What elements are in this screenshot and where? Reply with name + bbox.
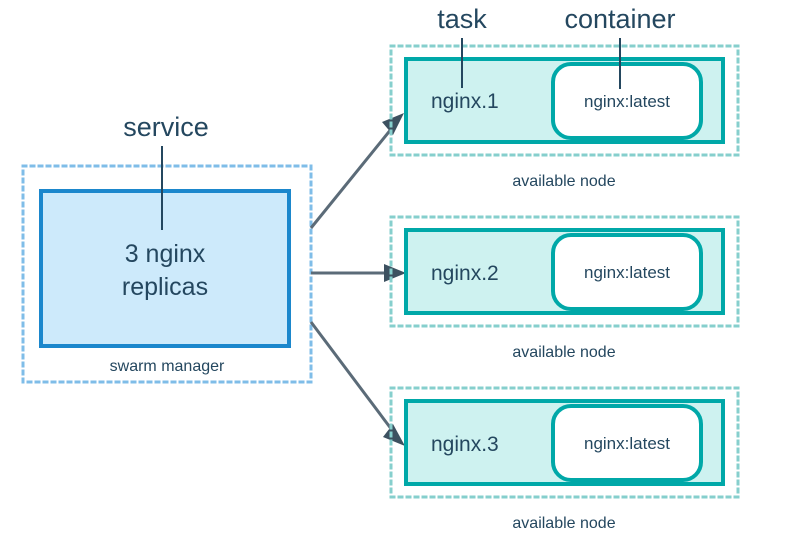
annotation-container-label: container [564, 4, 675, 34]
service-replicas-line2: replicas [122, 273, 208, 301]
node-2-boundary [389, 215, 740, 328]
node-3-boundary [389, 386, 740, 499]
container-2-image-label: nginx:latest [584, 263, 670, 282]
annotation-group: task container [437, 4, 676, 89]
swarm-manager-caption: swarm manager [110, 358, 225, 375]
task-1-label: nginx.1 [431, 90, 499, 113]
container-box-2[interactable] [551, 233, 703, 311]
arrow-manager-to-node-3 [309, 321, 405, 446]
annotation-service-label: service [123, 112, 209, 142]
available-node-3: nginx.3 nginx:latest available node [389, 386, 740, 532]
task-2-label: nginx.2 [431, 262, 499, 285]
container-1-image-label: nginx:latest [584, 92, 670, 111]
available-node-1: nginx.1 nginx:latest available node [389, 44, 740, 190]
container-3-image-label: nginx:latest [584, 434, 670, 453]
available-node-2: nginx.2 nginx:latest available node [389, 215, 740, 361]
task-3-label: nginx.3 [431, 433, 499, 456]
container-box-1[interactable] [551, 62, 703, 140]
container-box-3[interactable] [551, 404, 703, 482]
annotation-task-label: task [437, 4, 487, 34]
node-2-caption: available node [512, 344, 615, 361]
node-3-caption: available node [512, 515, 615, 532]
node-1-caption: available node [512, 173, 615, 190]
node-1-boundary [389, 44, 740, 157]
swarm-manager-group: 3 nginx replicas swarm manager service [21, 112, 313, 384]
service-box[interactable] [39, 189, 291, 348]
arrow-manager-to-node-1 [309, 113, 404, 229]
service-replicas-line1: 3 nginx [125, 240, 206, 268]
